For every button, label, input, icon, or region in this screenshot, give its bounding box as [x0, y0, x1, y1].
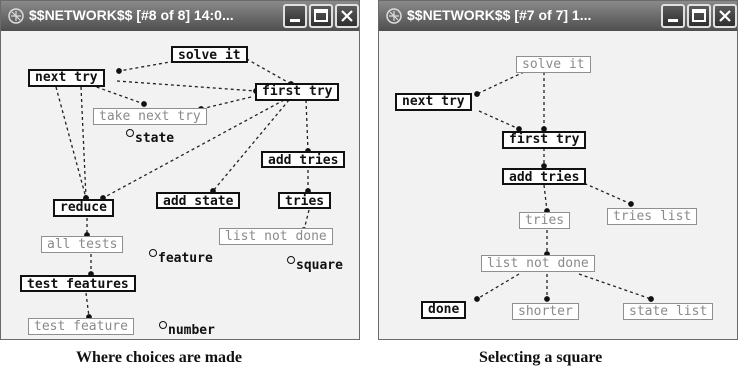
node-reduce[interactable]: reduce	[53, 199, 114, 217]
port-icon	[159, 321, 167, 329]
minimize-icon	[668, 19, 678, 22]
node-solve-it[interactable]: solve it	[516, 56, 591, 73]
node-first-try[interactable]: first try	[255, 83, 340, 101]
graph-edges	[474, 71, 654, 302]
node-first-try[interactable]: first try	[502, 131, 587, 149]
node-next-try[interactable]: next try	[395, 93, 472, 111]
label-number: number	[159, 321, 215, 338]
node-list-not-done[interactable]: list not done	[481, 255, 595, 272]
node-test-features[interactable]: test features	[20, 275, 136, 292]
caption-right: Selecting a square	[479, 349, 603, 366]
maximize-icon	[692, 9, 706, 22]
window-title: $$NETWORK$$ [#7 of 7] 1...	[407, 7, 592, 23]
node-take-next-try[interactable]: take next try	[93, 108, 207, 125]
title-bar[interactable]: $$NETWORK$$ [#8 of 8] 14:0...	[1, 1, 359, 31]
node-state-list[interactable]: state list	[623, 303, 714, 320]
maximize-button[interactable]	[687, 4, 711, 28]
node-next-try[interactable]: next try	[28, 69, 105, 87]
label-feature: feature	[149, 249, 213, 266]
graph-edges	[55, 52, 311, 320]
port-icon	[287, 256, 295, 264]
network-window-right: $$NETWORK$$ [#7 of 7] 1...	[378, 0, 738, 340]
network-icon	[386, 8, 402, 24]
caption-left: Where choices are made	[76, 349, 243, 366]
node-all-tests[interactable]: all tests	[41, 236, 124, 253]
port-icon	[126, 129, 134, 137]
label-state: state	[126, 129, 174, 146]
close-button[interactable]	[713, 4, 737, 28]
node-solve-it[interactable]: solve it	[171, 46, 248, 63]
node-test-feature[interactable]: test feature	[28, 318, 134, 335]
title-bar[interactable]: $$NETWORK$$ [#7 of 7] 1...	[379, 1, 737, 31]
close-icon	[719, 10, 731, 22]
close-icon	[341, 10, 353, 22]
minimize-button[interactable]	[283, 4, 307, 28]
minimize-icon	[290, 19, 300, 22]
node-add-tries[interactable]: add tries	[261, 151, 346, 168]
network-icon	[8, 8, 24, 24]
node-shorter[interactable]: shorter	[512, 303, 579, 320]
node-done[interactable]: done	[421, 301, 467, 319]
node-tries-list[interactable]: tries list	[607, 208, 698, 225]
port-icon	[149, 249, 157, 257]
node-add-tries[interactable]: add tries	[502, 168, 587, 185]
graph-canvas: solve it next try first try add tries tr…	[379, 31, 737, 339]
window-title: $$NETWORK$$ [#8 of 8] 14:0...	[29, 7, 234, 23]
network-window-left: $$NETWORK$$ [#8 of 8] 14:0...	[0, 0, 360, 340]
node-list-not-done[interactable]: list not done	[219, 228, 333, 245]
close-button[interactable]	[335, 4, 359, 28]
label-square: square	[287, 256, 343, 273]
maximize-button[interactable]	[309, 4, 333, 28]
graph-canvas: solve it next try first try take next tr…	[1, 31, 359, 339]
node-tries[interactable]: tries	[278, 192, 332, 209]
maximize-icon	[314, 9, 328, 22]
node-tries[interactable]: tries	[519, 212, 571, 229]
minimize-button[interactable]	[661, 4, 685, 28]
node-add-state[interactable]: add state	[156, 192, 241, 209]
